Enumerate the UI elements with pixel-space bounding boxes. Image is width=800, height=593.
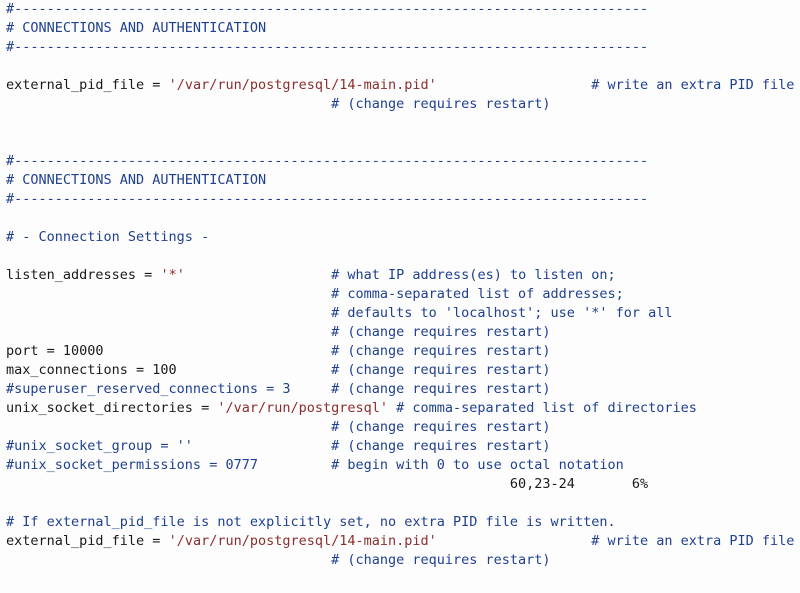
config-line-unix-socket-permissions[interactable]: #unix_socket_permissions = 0777 # begin … bbox=[6, 456, 800, 475]
config-line-superuser-reserved[interactable]: #superuser_reserved_connections = 3 # (c… bbox=[6, 380, 800, 399]
code-text: external_pid_file = bbox=[6, 77, 169, 93]
comment-line[interactable]: # (change requires restart) bbox=[6, 323, 800, 342]
code-text bbox=[185, 267, 331, 283]
comment-text: #---------------------------------------… bbox=[6, 39, 649, 55]
blank-line[interactable] bbox=[6, 494, 800, 513]
comment-text: # (change requires restart) bbox=[331, 362, 551, 378]
comment-text: # (change requires restart) bbox=[331, 419, 551, 435]
string-literal: '/var/run/postgresql/14-main.pid' bbox=[168, 533, 437, 549]
config-line-port[interactable]: port = 10000 # (change requires restart) bbox=[6, 342, 800, 361]
comment-text: #unix_socket_group = '' # (change requir… bbox=[6, 438, 551, 454]
comment-line[interactable]: # (change requires restart) bbox=[6, 551, 800, 570]
blank-line[interactable] bbox=[6, 209, 800, 228]
comment-text: #---------------------------------------… bbox=[6, 1, 649, 17]
comment-text: # write an extra PID file bbox=[591, 77, 795, 93]
comment-text: #superuser_reserved_connections = 3 # (c… bbox=[6, 381, 551, 397]
comment-text: # defaults to 'localhost'; use '*' for a… bbox=[331, 305, 673, 321]
config-line-external-pid[interactable]: external_pid_file = '/var/run/postgresql… bbox=[6, 532, 800, 551]
code-text: max_connections = 100 bbox=[6, 362, 332, 378]
blank-line[interactable] bbox=[6, 114, 800, 133]
code-text bbox=[388, 400, 396, 416]
config-line-max-connections[interactable]: max_connections = 100 # (change requires… bbox=[6, 361, 800, 380]
comment-text: # (change requires restart) bbox=[331, 552, 551, 568]
config-line-unix-socket-group[interactable]: #unix_socket_group = '' # (change requir… bbox=[6, 437, 800, 456]
subsection-header[interactable]: # - Connection Settings - bbox=[6, 228, 800, 247]
comment-line[interactable]: # defaults to 'localhost'; use '*' for a… bbox=[6, 304, 800, 323]
blank-line[interactable] bbox=[6, 247, 800, 266]
code-text: port = 10000 bbox=[6, 343, 332, 359]
comment-line[interactable]: # (change requires restart) bbox=[6, 418, 800, 437]
code-text bbox=[6, 305, 331, 321]
code-text bbox=[6, 419, 331, 435]
config-line-listen-addresses[interactable]: listen_addresses = '*' # what IP address… bbox=[6, 266, 800, 285]
code-text: 60,23-24 6% bbox=[6, 476, 649, 492]
section-header[interactable]: # CONNECTIONS AND AUTHENTICATION bbox=[6, 19, 800, 38]
config-line-unix-socket-directories[interactable]: unix_socket_directories = '/var/run/post… bbox=[6, 399, 800, 418]
code-text bbox=[6, 286, 331, 302]
comment-text: # comma-separated list of addresses; bbox=[331, 286, 624, 302]
comment-text: # CONNECTIONS AND AUTHENTICATION bbox=[6, 172, 267, 188]
string-literal: '/var/run/postgresql/14-main.pid' bbox=[168, 77, 437, 93]
comment-text: # (change requires restart) bbox=[331, 343, 551, 359]
comment-text: # (change requires restart) bbox=[331, 324, 551, 340]
string-literal: '/var/run/postgresql' bbox=[217, 400, 389, 416]
config-line-external-pid[interactable]: external_pid_file = '/var/run/postgresql… bbox=[6, 76, 800, 95]
comment-text: # - Connection Settings - bbox=[6, 229, 210, 245]
separator-line[interactable]: #---------------------------------------… bbox=[6, 190, 800, 209]
comment-text: # If external_pid_file is not explicitly… bbox=[6, 514, 616, 530]
string-literal: '*' bbox=[160, 267, 185, 283]
comment-text: #unix_socket_permissions = 0777 # begin … bbox=[6, 457, 624, 473]
code-text: listen_addresses = bbox=[6, 267, 161, 283]
comment-line[interactable]: # (change requires restart) bbox=[6, 95, 800, 114]
code-text bbox=[437, 77, 591, 93]
comment-text: #---------------------------------------… bbox=[6, 191, 649, 207]
comment-text: # write an extra PID file bbox=[591, 533, 795, 549]
code-text: unix_socket_directories = bbox=[6, 400, 218, 416]
comment-text: # CONNECTIONS AND AUTHENTICATION bbox=[6, 20, 267, 36]
code-text bbox=[6, 96, 331, 112]
comment-line[interactable]: # If external_pid_file is not explicitly… bbox=[6, 513, 800, 532]
blank-line[interactable] bbox=[6, 133, 800, 152]
comment-text: #---------------------------------------… bbox=[6, 153, 649, 169]
separator-line[interactable]: #---------------------------------------… bbox=[6, 152, 800, 171]
blank-line[interactable] bbox=[6, 57, 800, 76]
code-text: external_pid_file = bbox=[6, 533, 169, 549]
section-header[interactable]: # CONNECTIONS AND AUTHENTICATION bbox=[6, 171, 800, 190]
code-text bbox=[6, 552, 331, 568]
comment-text: # what IP address(es) to listen on; bbox=[331, 267, 616, 283]
comment-line[interactable]: # comma-separated list of addresses; bbox=[6, 285, 800, 304]
separator-line[interactable]: #---------------------------------------… bbox=[6, 0, 800, 19]
vim-status-line[interactable]: 60,23-24 6% bbox=[6, 475, 800, 494]
comment-text: # (change requires restart) bbox=[331, 96, 551, 112]
comment-text: # comma-separated list of directories bbox=[396, 400, 697, 416]
code-text bbox=[6, 324, 331, 340]
separator-line[interactable]: #---------------------------------------… bbox=[6, 38, 800, 57]
code-text bbox=[437, 533, 591, 549]
